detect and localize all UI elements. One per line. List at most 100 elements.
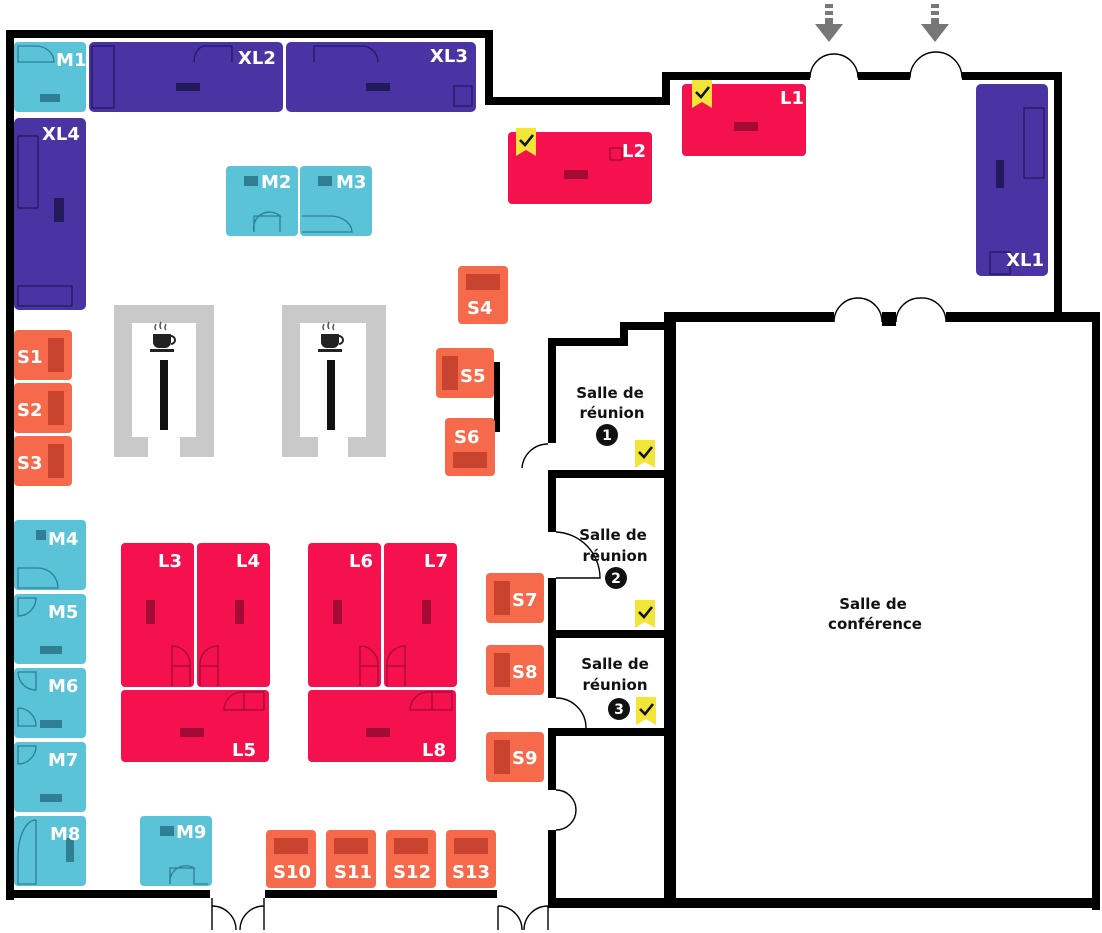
door-conference-2[interactable] [895, 297, 947, 323]
desk-s1[interactable]: S1 [14, 330, 72, 380]
door-meeting-1[interactable] [521, 443, 549, 469]
desk-l7[interactable]: L7 [384, 543, 457, 687]
door-entrance-1[interactable] [809, 53, 859, 79]
wall-right-lower [1092, 312, 1100, 910]
desk-label: S8 [512, 662, 538, 683]
desk-label: M1 [56, 50, 86, 71]
desk-label: L7 [424, 551, 448, 572]
desk-m9[interactable]: M9 [140, 816, 212, 886]
desk-m3[interactable]: M3 [300, 166, 372, 236]
desk-xl3[interactable]: XL3 [286, 42, 476, 112]
desk-m7[interactable]: M7 [14, 742, 86, 812]
desk-s3[interactable]: S3 [14, 436, 72, 486]
entrance-arrow-icon [921, 4, 949, 42]
desk-l4[interactable]: L4 [197, 543, 270, 687]
desk-s5[interactable]: S5 [436, 348, 494, 398]
door-bottom-2[interactable] [497, 905, 549, 931]
desk-xl1[interactable]: XL1 [976, 84, 1048, 276]
door-bottom-1[interactable] [211, 898, 265, 931]
desk-l3[interactable]: L3 [121, 543, 194, 687]
room-label-line2: réunion [579, 404, 644, 422]
door-entrance-2[interactable] [909, 51, 963, 79]
room-label-line1: Salle de [839, 595, 907, 613]
wall-between-2-3 [548, 630, 670, 638]
wall-conference-top-b [882, 312, 896, 326]
desk-label: XL1 [1006, 250, 1044, 271]
desk-s10[interactable]: S10 [266, 830, 316, 888]
reserved-check-icon[interactable] [635, 600, 655, 628]
desk-xl2[interactable]: XL2 [89, 42, 283, 112]
desk-label: S11 [334, 862, 372, 883]
desk-label: L4 [236, 551, 260, 572]
desk-s7[interactable]: S7 [486, 573, 544, 623]
desk-l1[interactable]: L1 [682, 84, 806, 156]
wall-between-1-2 [548, 470, 670, 478]
wall-step [485, 30, 493, 105]
wall-top-right [962, 72, 1062, 80]
desk-label: XL4 [42, 124, 80, 145]
desk-l6[interactable]: L6 [308, 543, 381, 687]
door-conference-1[interactable] [833, 297, 883, 323]
desk-l8[interactable]: L8 [308, 690, 456, 762]
door-meeting-3[interactable] [555, 697, 587, 729]
conference-room[interactable]: Salle de conférence [828, 595, 922, 633]
desk-xl4[interactable]: XL4 [14, 118, 86, 310]
desk-label: L3 [158, 551, 182, 572]
desk-label: XL2 [238, 48, 276, 69]
desk-label: M2 [261, 172, 291, 193]
room-label-line1: Salle de [581, 655, 649, 673]
meeting-room-3[interactable]: Salle de réunion 3 [581, 655, 649, 720]
desk-label: S7 [512, 590, 538, 611]
desk-m8[interactable]: M8 [14, 816, 86, 886]
room-label-line2: réunion [582, 676, 647, 694]
coffee-corner-1 [114, 305, 214, 457]
wall-step-top [485, 97, 670, 105]
door-storage[interactable] [555, 789, 577, 831]
wall-meeting-2-left-a [548, 470, 556, 532]
meeting-room-1[interactable]: Salle de réunion 1 [576, 384, 645, 446]
partition-s5 [494, 362, 500, 432]
desk-label: M7 [48, 750, 78, 771]
wall-right-upper [1054, 72, 1062, 320]
desk-m4[interactable]: M4 [14, 520, 86, 590]
desk-label: M9 [176, 822, 206, 843]
wall-storage-left [548, 830, 556, 908]
wall-left [6, 30, 14, 900]
wall-bottom-mid [265, 890, 497, 898]
wall-notch-top [620, 322, 670, 330]
desk-s13[interactable]: S13 [446, 830, 496, 888]
desk-m1[interactable]: M1 [14, 42, 86, 112]
desk-s4[interactable]: S4 [458, 266, 508, 324]
desk-label: S12 [393, 862, 431, 883]
room-number: 1 [602, 428, 612, 444]
desk-s9[interactable]: S9 [486, 732, 544, 782]
wall-top-between-doors [858, 72, 910, 80]
desk-l5[interactable]: L5 [121, 690, 269, 762]
wall-meeting-1-left [548, 338, 556, 443]
l-desks: L1 L2 L3 L4 L5 [121, 84, 806, 762]
room-number-badge [608, 698, 630, 720]
desk-label: S9 [512, 748, 538, 769]
desk-label: L6 [349, 551, 373, 572]
desk-l2[interactable]: L2 [508, 132, 652, 204]
desk-m6[interactable]: M6 [14, 668, 86, 738]
reserved-check-icon[interactable] [692, 80, 712, 108]
desk-s2[interactable]: S2 [14, 383, 72, 433]
room-label-line2: réunion [582, 547, 647, 565]
desk-label: S4 [467, 298, 493, 319]
desk-m2[interactable]: M2 [226, 166, 298, 236]
desk-m5[interactable]: M5 [14, 594, 86, 664]
desk-label: L1 [780, 88, 804, 109]
desk-s11[interactable]: S11 [326, 830, 376, 888]
desk-s6[interactable]: S6 [445, 418, 495, 476]
door-meeting-2[interactable] [555, 531, 601, 579]
meeting-room-2[interactable]: Salle de réunion 2 [579, 526, 648, 589]
xl-desks: XL1 XL2 XL3 XL4 [14, 42, 1048, 310]
reserved-check-icon[interactable] [635, 440, 655, 468]
desk-s8[interactable]: S8 [486, 645, 544, 695]
desk-label: S13 [452, 862, 490, 883]
reserved-check-icon[interactable] [516, 128, 536, 156]
desk-s12[interactable]: S12 [386, 830, 436, 888]
s-desks: S1 S2 S3 S4 S5 S6 S7 [14, 266, 544, 888]
reserved-check-icon[interactable] [636, 697, 656, 725]
